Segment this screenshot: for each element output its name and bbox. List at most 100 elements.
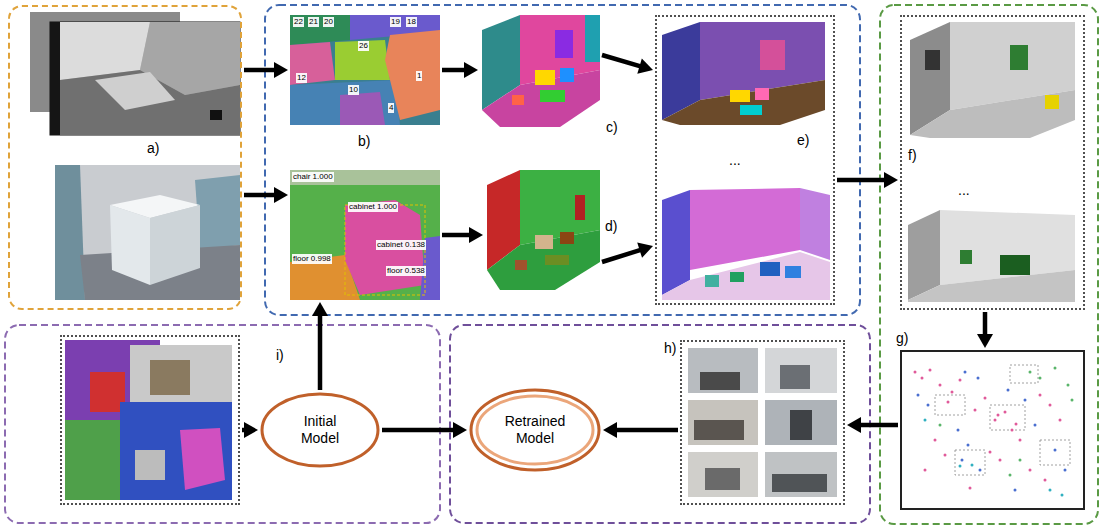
segmentation-image xyxy=(290,15,350,45)
arrow-shaft xyxy=(244,68,276,73)
semantic-mesh xyxy=(740,105,762,115)
photo xyxy=(780,365,810,389)
flow-arrow xyxy=(602,243,653,262)
segmentation-image xyxy=(290,15,440,125)
arrow-shaft xyxy=(382,428,455,433)
rgb-image xyxy=(195,175,240,250)
detection-panel: chair 1.000cabinet 1.000floor 0.998cabin… xyxy=(290,170,440,300)
panel-label: b) xyxy=(358,133,370,149)
segment-label: 10 xyxy=(348,85,359,95)
rgb-image xyxy=(150,205,200,285)
semantic-mesh xyxy=(515,260,527,270)
group-frame xyxy=(450,325,870,523)
segment-label: 26 xyxy=(358,41,369,51)
segment-label: 22 xyxy=(293,17,304,27)
arrow-shaft xyxy=(442,233,471,238)
semantic-mesh xyxy=(760,40,785,70)
semantic-mesh xyxy=(662,190,690,295)
panel-label: ... xyxy=(958,182,970,198)
group-frame xyxy=(880,5,1098,524)
photo xyxy=(765,452,837,497)
model-ellipse: Initial Model xyxy=(260,392,380,468)
mesh-panel: c) xyxy=(480,15,600,127)
segment-label: 21 xyxy=(308,17,319,27)
rgb-image xyxy=(55,165,85,300)
photo xyxy=(700,372,740,390)
panel-label: g) xyxy=(896,330,908,346)
flow-arrow xyxy=(837,172,898,188)
photo xyxy=(705,468,740,490)
arrow-shaft xyxy=(859,423,898,428)
flow-arrow xyxy=(244,187,288,203)
mesh-3d xyxy=(540,90,565,102)
cluster-box xyxy=(935,395,965,415)
segment-label: 4 xyxy=(388,103,394,113)
scatter-points xyxy=(940,368,1072,475)
arrow-shaft xyxy=(318,314,323,390)
ellipse-outline xyxy=(477,396,593,464)
segment-label: 1 xyxy=(416,71,422,81)
segment-label: cabinet 0.138 xyxy=(376,240,426,250)
flow-arrow xyxy=(977,312,993,348)
ellipse-outline xyxy=(262,394,378,466)
arrow-head xyxy=(244,422,258,438)
photo xyxy=(688,452,758,497)
flow-arrow xyxy=(602,55,653,74)
group-frame xyxy=(265,5,860,315)
segment-label: 18 xyxy=(406,17,417,27)
segmentation-image xyxy=(340,92,385,125)
semantic-mesh xyxy=(560,232,574,244)
arrow-head xyxy=(603,422,617,438)
input-panel: a) xyxy=(8,5,242,310)
arrow-head xyxy=(274,62,288,78)
training-image xyxy=(135,450,165,480)
grey-mesh xyxy=(908,210,940,300)
panel-label: d) xyxy=(605,218,617,234)
cluster-box xyxy=(1010,365,1038,383)
panel-label: ... xyxy=(729,152,741,168)
photo xyxy=(688,348,758,393)
training-image xyxy=(150,360,190,395)
model-name: Initial Model xyxy=(285,413,355,447)
photo xyxy=(688,400,758,445)
scatter-points xyxy=(918,372,1065,490)
panel-label: e) xyxy=(797,132,809,148)
grey-mesh xyxy=(1045,95,1059,109)
panel-label: i) xyxy=(276,347,284,363)
semantic-mesh-panel: d) xyxy=(485,168,600,290)
semantic-mesh xyxy=(785,266,801,278)
arrow-shaft xyxy=(837,178,886,183)
grey-mesh xyxy=(960,250,972,264)
arrow-shaft xyxy=(244,193,276,198)
semantic-mesh xyxy=(535,235,553,249)
segment-label: floor 0.538 xyxy=(386,266,426,276)
training-set-box: i) xyxy=(60,335,240,505)
grey-mesh xyxy=(1010,45,1028,70)
model-ellipse: Retrained Model xyxy=(469,388,601,472)
semantic-mesh xyxy=(487,230,600,290)
panel-label: a) xyxy=(147,140,159,156)
segmentation-panel: 222120191826121041 xyxy=(290,15,440,125)
semantic-mesh xyxy=(662,252,830,300)
mesh-3d xyxy=(585,15,600,62)
grey-mesh xyxy=(910,90,1075,138)
depth-image xyxy=(50,22,60,135)
arrow-shaft xyxy=(983,312,988,336)
arrow-head xyxy=(312,302,328,316)
ellipse-outline xyxy=(471,390,599,470)
photo xyxy=(772,474,827,492)
photo xyxy=(694,420,744,440)
segmentation-image xyxy=(290,42,335,85)
semantic-mesh xyxy=(730,272,744,282)
semantic-mesh xyxy=(800,188,830,260)
group-frame xyxy=(5,325,440,523)
detection-image xyxy=(290,170,440,300)
photo xyxy=(765,348,837,393)
detection-image xyxy=(290,170,440,185)
rgb-image xyxy=(110,205,150,285)
semantic-mesh xyxy=(575,195,585,220)
scatter-points xyxy=(925,420,1062,495)
photo xyxy=(765,400,837,445)
grey-mesh xyxy=(925,50,940,70)
